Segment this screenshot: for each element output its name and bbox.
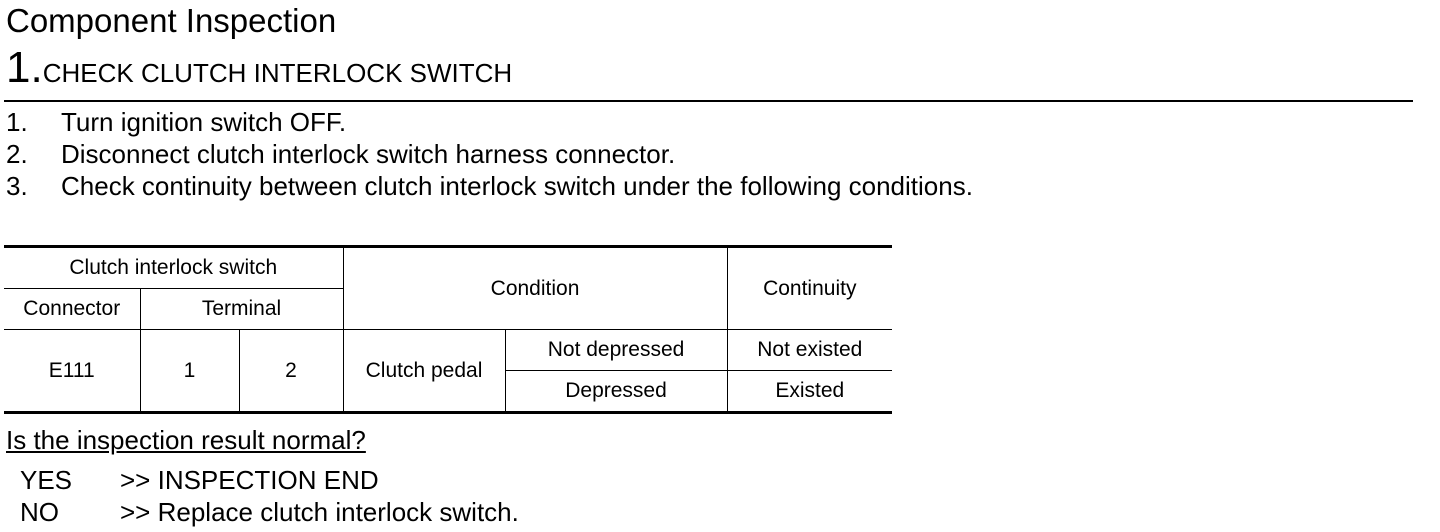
step-number: 1. <box>6 43 43 92</box>
inspection-table: Clutch interlock switch Condition Contin… <box>4 245 893 414</box>
table-row: Depressed Existed <box>4 370 893 413</box>
answer-key: YES <box>20 465 73 495</box>
cell-condition-part: Clutch pedal <box>342 329 506 413</box>
instruction-item: 3. Check continuity between clutch interl… <box>6 170 973 202</box>
instruction-text: Turn ignition switch OFF. <box>61 107 347 137</box>
cell-continuity: Not existed <box>726 329 893 371</box>
table-subheader-row: Connector Terminal <box>4 288 892 330</box>
cell-condition-state: Not depressed <box>504 329 728 371</box>
answer-text: >> Replace clutch interlock switch. <box>120 497 519 527</box>
instruction-list: 1. Turn ignition switch OFF. 2. Disconnect… <box>6 106 973 202</box>
header-continuity: Continuity <box>726 246 893 330</box>
heading-divider <box>4 100 1413 102</box>
header-clutch-interlock-switch: Clutch interlock switch <box>4 246 344 289</box>
instruction-text: Check continuity between clutch interloc… <box>61 171 973 201</box>
table-row: E111 1 2 Clutch pedal Not depressed Not … <box>4 329 893 413</box>
header-connector: Connector <box>4 288 141 330</box>
cell-condition-state: Depressed <box>505 370 728 413</box>
cell-terminal-b: 2 <box>238 329 344 413</box>
cell-connector: E111 <box>4 329 141 413</box>
instruction-number: 1. <box>6 107 28 137</box>
answer-list: YES >> INSPECTION END NO >> Replace clutch… <box>20 464 519 528</box>
inspection-question: Is the inspection result normal? <box>6 425 366 455</box>
instruction-item: 2. Disconnect clutch interlock switch har… <box>6 138 973 170</box>
step-heading-text: CHECK CLUTCH INTERLOCK SWITCH <box>42 58 513 88</box>
cell-terminal-a: 1 <box>139 329 240 413</box>
instruction-item: 1. Turn ignition switch OFF. <box>6 106 973 138</box>
page-title: Component Inspection <box>6 2 337 39</box>
instruction-number: 2. <box>6 139 28 169</box>
step-heading: 1.CHECK CLUTCH INTERLOCK SWITCH <box>6 42 512 94</box>
header-condition: Condition <box>342 246 728 330</box>
answer-key: NO <box>20 497 59 527</box>
instruction-text: Disconnect clutch interlock switch harne… <box>61 139 676 169</box>
header-terminal: Terminal <box>139 288 344 330</box>
answer-text: >> INSPECTION END <box>120 465 379 495</box>
table-header-row: Clutch interlock switch Condition Contin… <box>4 246 893 330</box>
answer-no: NO >> Replace clutch interlock switch. <box>20 496 519 528</box>
instruction-number: 3. <box>6 171 28 201</box>
answer-yes: YES >> INSPECTION END <box>20 464 519 496</box>
cell-continuity: Existed <box>726 370 893 413</box>
